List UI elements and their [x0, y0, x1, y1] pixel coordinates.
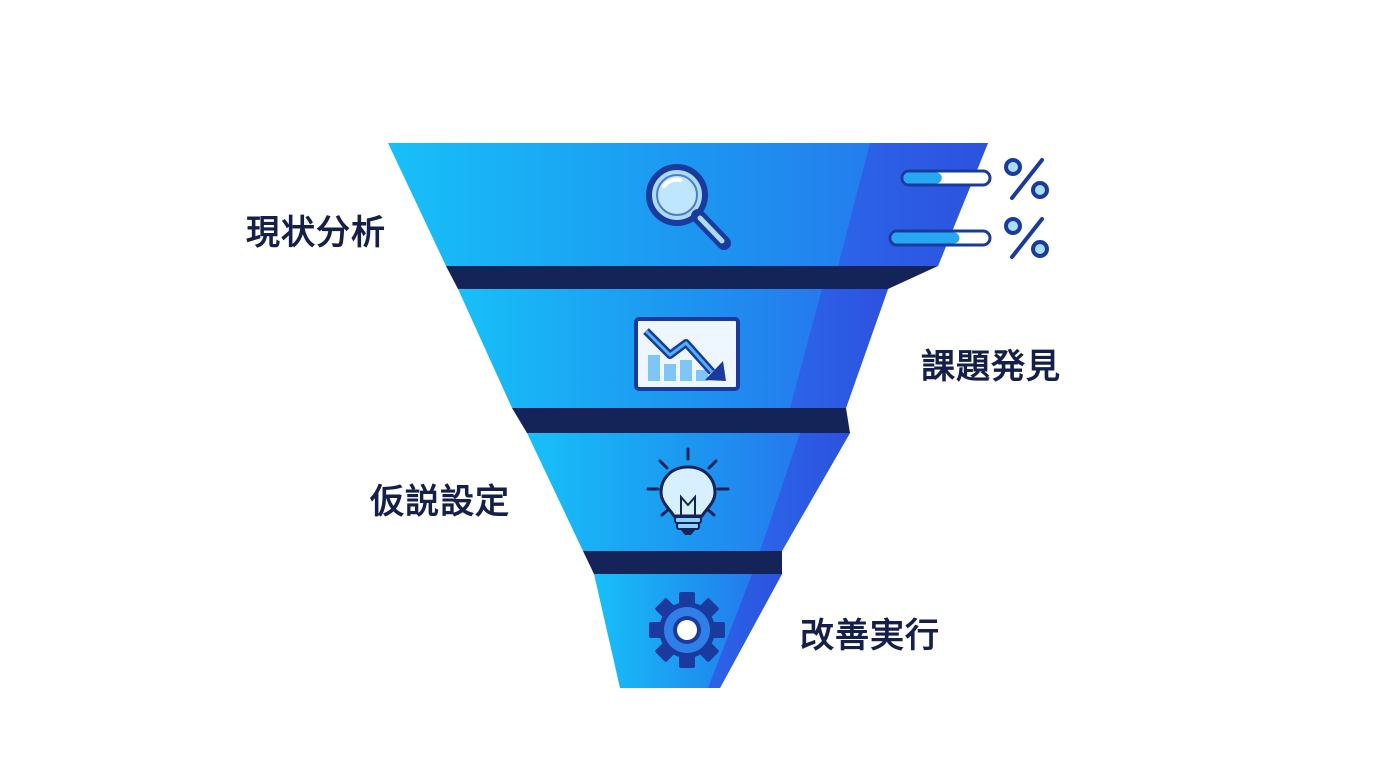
magnifier-icon — [646, 164, 731, 250]
stage-label-improvement-execution: 改善実行 — [800, 616, 940, 656]
lightbulb-icon — [646, 447, 730, 535]
metric-indicator-2 — [888, 217, 1049, 259]
stage-label-current-analysis: 現状分析 — [246, 213, 386, 253]
funnel-stage-4-side — [708, 574, 782, 688]
metric-indicator-1 — [900, 158, 1049, 200]
progress-bar-fill-2 — [891, 232, 960, 244]
funnel-divider-3 — [583, 551, 782, 574]
percent-icon — [1004, 217, 1049, 259]
gear-icon — [649, 592, 725, 668]
declining-chart-icon — [634, 317, 740, 391]
funnel-divider-1 — [446, 266, 938, 289]
progress-bar-fill-1 — [903, 172, 942, 184]
stage-label-hypothesis-setting: 仮説設定 — [370, 482, 510, 522]
percent-icon — [1004, 158, 1049, 200]
funnel-divider-2 — [512, 408, 850, 433]
funnel-stage-2-side — [790, 289, 888, 408]
stage-label-problem-discovery: 課題発見 — [921, 347, 1061, 387]
funnel-stage-3-side — [760, 433, 850, 551]
